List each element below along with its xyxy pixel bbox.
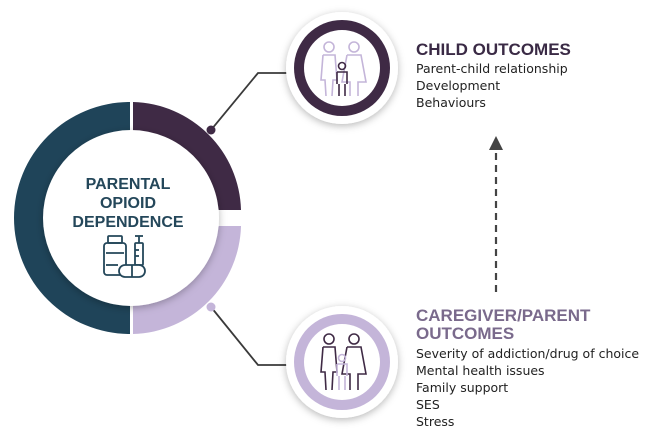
caregiver-outcomes-text: CAREGIVER/PARENT OUTCOMES Severity of ad…	[416, 306, 639, 429]
medicine-bottle-syringe-pill-icon	[103, 235, 146, 278]
caregiver-outcome-item: Family support	[416, 380, 508, 395]
caregiver-outcome-item: Severity of addiction/drug of choice	[416, 346, 639, 361]
connector-dot-caregiver	[206, 302, 216, 312]
center-label-line-2: OPIOID	[100, 195, 156, 212]
connectors	[210, 72, 302, 366]
center-label-line-3: DEPENDENCE	[72, 214, 183, 231]
child-figure-icon	[336, 353, 348, 390]
ring-segment-navy	[14, 102, 130, 334]
center-circle	[43, 130, 219, 306]
child-outcomes-title: CHILD OUTCOMES	[416, 40, 571, 59]
caregiver-outcome-item: Mental health issues	[416, 363, 545, 378]
caregiver-outcomes-title-line-2: OUTCOMES	[416, 324, 514, 343]
child-outcomes-text: CHILD OUTCOMES Parent-child relationship…	[416, 40, 571, 110]
caregiver-outcome-item: Stress	[416, 414, 454, 429]
caregiver-outcomes-icon-circle	[286, 306, 398, 418]
dashed-arrow	[489, 136, 503, 292]
connector-dot-child	[206, 125, 216, 135]
center-disc: PARENTAL OPIOID DEPENDENCE	[43, 130, 219, 306]
child-outcomes-icon-circle	[286, 12, 398, 124]
child-figure-icon	[336, 61, 348, 96]
child-outcome-item: Behaviours	[416, 95, 486, 110]
caregiver-outcome-item: SES	[416, 397, 440, 412]
child-outcome-item: Development	[416, 78, 500, 93]
child-outcome-item: Parent-child relationship	[416, 61, 568, 76]
center-label-line-1: PARENTAL	[86, 176, 171, 193]
caregiver-outcomes-title-line-1: CAREGIVER/PARENT	[416, 306, 591, 325]
